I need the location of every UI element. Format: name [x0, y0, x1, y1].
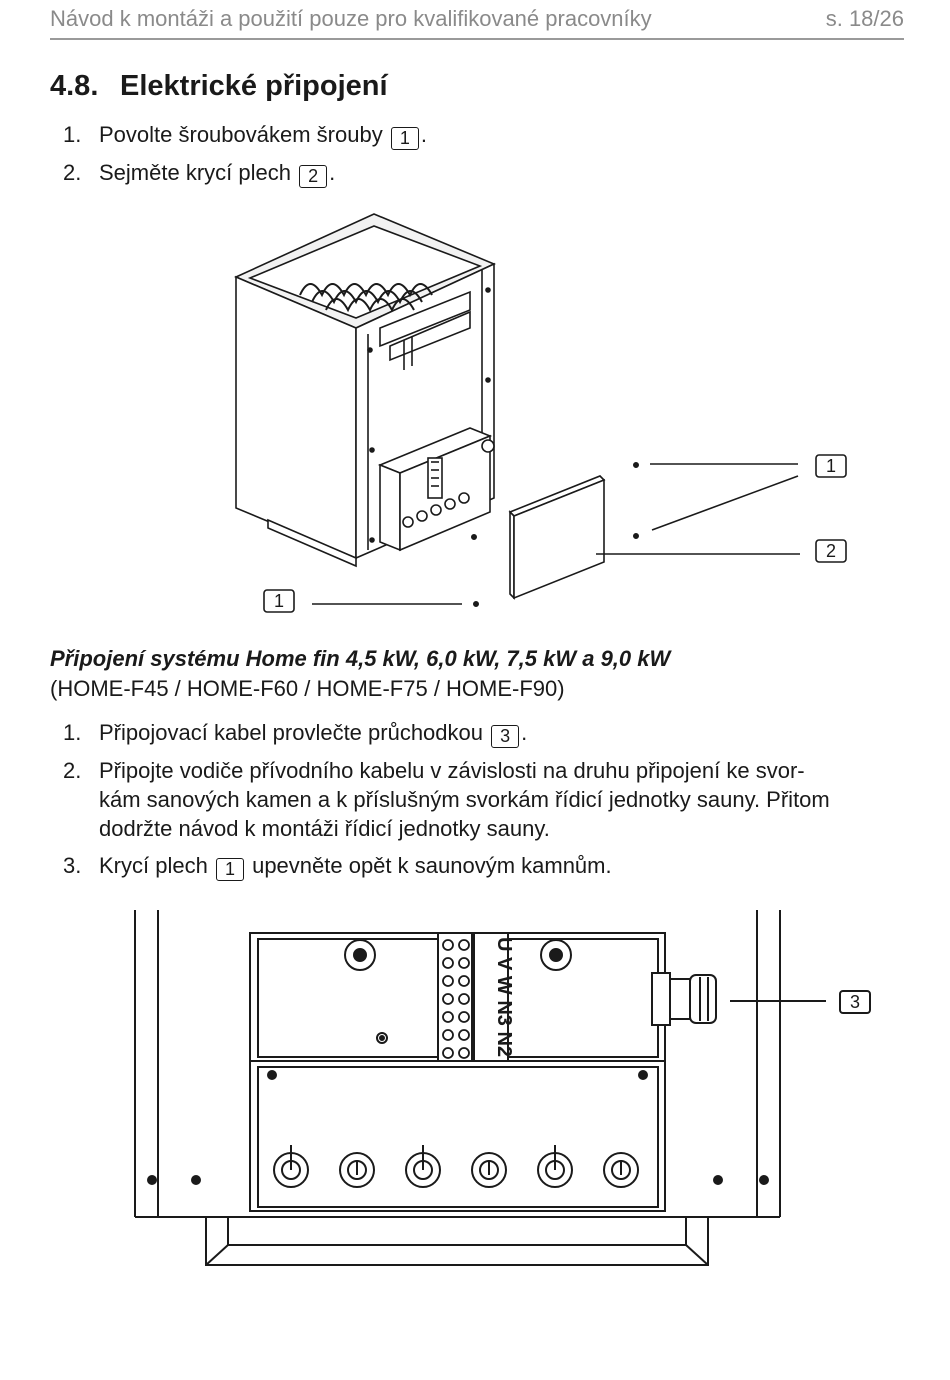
step-text-line: dodržte návod k montáži řídicí jednotky …	[99, 816, 550, 841]
step-text-end: upevněte opět k saunovým kamnům.	[252, 853, 612, 878]
step-text-end: .	[521, 720, 528, 745]
step-number: 2.	[63, 160, 82, 185]
reference-box: 2	[299, 165, 328, 188]
section-number: 4.8.	[50, 70, 99, 102]
step-text-line: kám sanových kamen a k příslušným svorká…	[99, 787, 830, 812]
step-number: 2.	[63, 758, 82, 783]
list-item: 3. Krycí plech 1 upevněte opět k saunový…	[50, 851, 910, 881]
page-number: s. 18/26	[825, 6, 904, 31]
step-number: 1.	[63, 720, 82, 745]
list-item: 2. Připojte vodiče přívodního kabelu v z…	[50, 756, 910, 843]
callout-cable-gland: 3	[850, 992, 860, 1012]
heater-exploded-illustration: 1 2 1	[234, 213, 847, 613]
step-text-end: .	[420, 122, 427, 147]
section-title: Elektrické připojení	[120, 70, 388, 102]
step-text: Povolte šroubovákem šrouby	[99, 122, 383, 147]
step-text: Krycí plech	[99, 853, 208, 878]
steps-connect-cable: 1. Připojovací kabel provlečte průchodko…	[50, 718, 910, 889]
callout-screw-bottom: 1	[274, 591, 284, 611]
callout-screw-top: 1	[826, 456, 836, 476]
reference-box: 3	[491, 725, 520, 748]
callout-cover-plate: 2	[826, 541, 836, 561]
list-item: 2. Sejměte krycí plech 2.	[50, 158, 910, 188]
reference-box: 1	[215, 858, 244, 881]
steps-remove-cover: 1. Povolte šroubovákem šrouby 1. 2. Sejm…	[50, 120, 910, 196]
step-number: 1.	[63, 122, 82, 147]
list-item: 1. Připojovací kabel provlečte průchodko…	[50, 718, 910, 748]
model-list: (HOME-F45 / HOME-F60 / HOME-F75 / HOME-F…	[50, 676, 565, 701]
list-item: 1. Povolte šroubovákem šrouby 1.	[50, 120, 910, 150]
step-text-line: Připojte vodiče přívodního kabelu v závi…	[99, 758, 805, 783]
page-header: Návod k montáži a použití pouze pro kval…	[50, 4, 904, 40]
step-number: 3.	[63, 853, 82, 878]
reference-box: 1	[390, 127, 419, 150]
step-text: Sejměte krycí plech	[99, 160, 291, 185]
subsection-title: Připojení systému Home fin 4,5 kW, 6,0 k…	[50, 646, 671, 671]
section-heading: 4.8. Elektrické připojení	[50, 70, 388, 103]
step-text: Připojovací kabel provlečte průchodkou	[99, 720, 484, 745]
terminal-box-illustration: U V W N3 N2 N1 ⏚ 3	[134, 910, 871, 1266]
document-title: Návod k montáži a použití pouze pro kval…	[50, 6, 652, 31]
step-text-end: .	[329, 160, 336, 185]
